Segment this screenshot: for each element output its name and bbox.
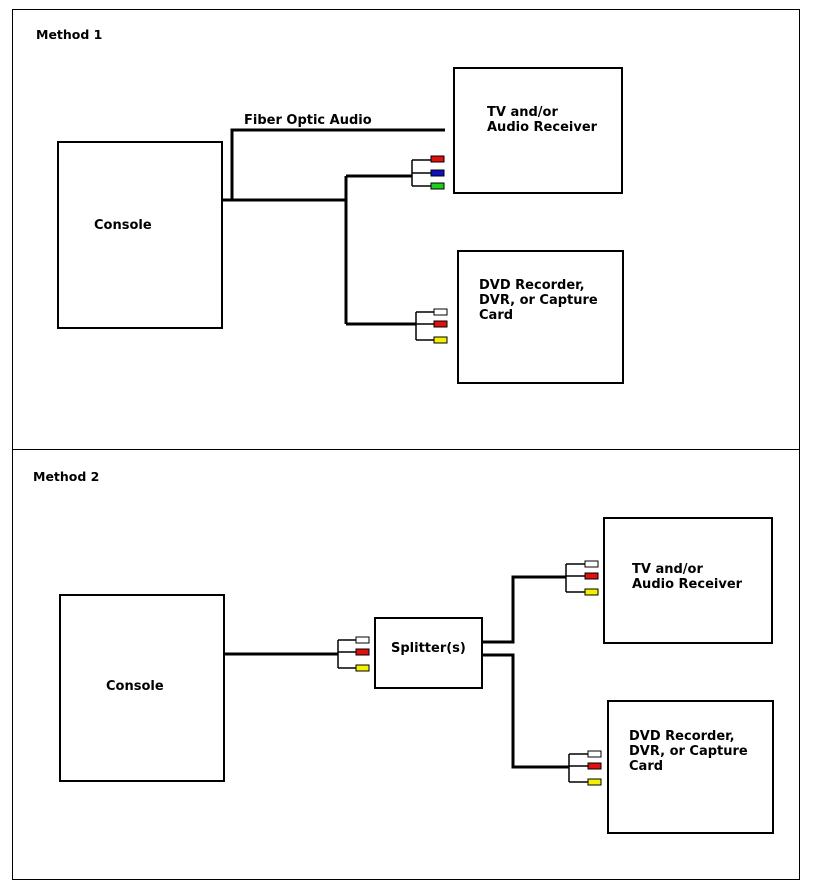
method2-dvd-box: [607, 700, 774, 834]
method1-console-box: [57, 141, 223, 329]
method1-dvd-plug-red: [433, 320, 448, 328]
method1-dvd-label-line3: Card: [479, 308, 513, 323]
method1-tv-plug-red: [430, 155, 445, 163]
method1-dvd-plug-white: [433, 308, 448, 316]
method1-dvd-label-line2: DVR, or Capture: [479, 293, 598, 308]
method1-tv-box: [453, 67, 623, 194]
method1-tv-label-line1: TV and/or: [487, 105, 558, 120]
method2-splitter-plug-white: [355, 636, 370, 644]
method2-dvd-label-line1: DVD Recorder,: [629, 729, 735, 744]
method2-tv-box: [603, 517, 773, 644]
method1-dvd-box: [457, 250, 624, 384]
method2-splitter-label: Splitter(s): [391, 641, 466, 656]
method1-console-label: Console: [94, 218, 152, 233]
method2-tv-plug-yellow: [584, 588, 599, 596]
method2-dvd-plug-red: [587, 762, 602, 770]
method1-tv-label-line2: Audio Receiver: [487, 120, 598, 135]
method2-title: Method 2: [33, 469, 99, 484]
method2-console-label: Console: [106, 679, 164, 694]
method2-tv-label-line2: Audio Receiver: [632, 577, 743, 592]
method2-dvd-plug-yellow: [587, 778, 602, 786]
method2-panel: [12, 449, 800, 880]
method2-cables: [224, 563, 588, 783]
method2-tv-plug-white: [584, 560, 599, 568]
method2-dvd-label-line2: DVR, or Capture: [629, 744, 748, 759]
method2-tv-plug-red: [584, 572, 599, 580]
method2-splitter-box: [374, 617, 483, 689]
method1-tv-plug-green: [430, 182, 445, 190]
method1-dvd-label-line1: DVD Recorder,: [479, 278, 585, 293]
method2-splitter-plug-yellow: [355, 664, 370, 672]
method1-cables: [222, 128, 445, 341]
method2-splitter-plug-red: [355, 648, 370, 656]
method2-dvd-label-line3: Card: [629, 759, 663, 774]
method1-tv-plug-blue: [430, 169, 445, 177]
method2-dvd-plug-white: [587, 750, 602, 758]
method1-dvd-plug-yellow: [433, 336, 448, 344]
method1-fiber-label: Fiber Optic Audio: [244, 113, 372, 128]
method1-title: Method 1: [36, 27, 102, 42]
method2-tv-label-line1: TV and/or: [632, 562, 703, 577]
method2-console-box: [59, 594, 225, 782]
